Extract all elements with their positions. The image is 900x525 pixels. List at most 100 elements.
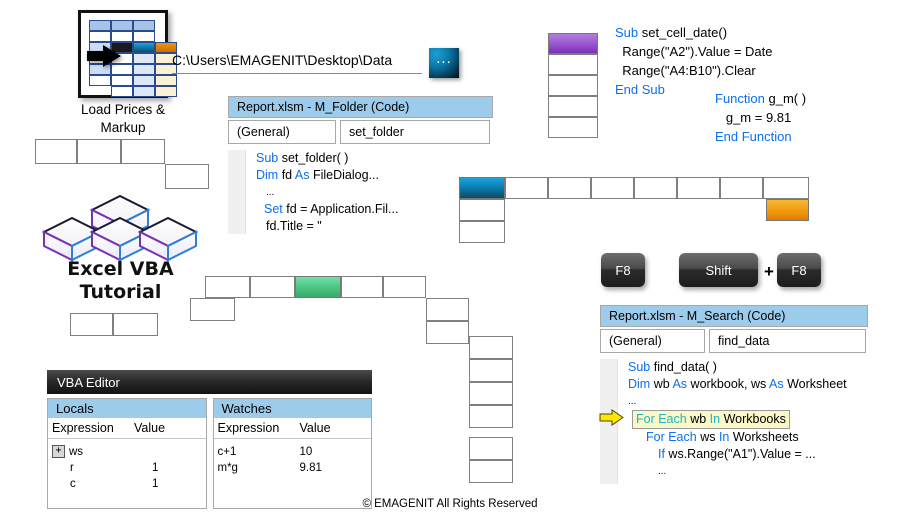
locals-row[interactable]: +ws: [52, 444, 206, 460]
search-code-area[interactable]: Sub find_data( ) Dim wb As workbook, ws …: [599, 359, 868, 484]
grid-cell-green: [295, 276, 341, 298]
folder-dropdown-general[interactable]: (General): [228, 120, 336, 144]
locals-row: c 1: [52, 476, 206, 492]
grid-cell: [634, 177, 677, 199]
code-line: Set fd = Application.Fil...: [264, 202, 399, 216]
grid-cell: [469, 437, 513, 460]
folder-code-area[interactable]: Sub set_folder( ) Dim fd As FileDialog..…: [228, 150, 493, 234]
locals-row-value: 1: [152, 462, 159, 474]
grid-cell: [190, 298, 235, 321]
snippet-function-gm: Function g_m( ) g_m = 9.81 End Function: [715, 89, 806, 146]
watches-row-value: 9.81: [299, 462, 322, 474]
locals-row-expression: r: [70, 462, 74, 474]
code-line: ...: [658, 466, 667, 477]
code-line: Range("A2").Value = Date: [615, 44, 773, 59]
code-line: Dim fd As FileDialog...: [256, 168, 379, 182]
code-line: Sub set_folder( ): [256, 151, 349, 165]
watches-row: c+1 10: [218, 444, 372, 460]
locals-col-value: Value: [134, 421, 166, 435]
grid-cell: [459, 221, 505, 243]
grid-cell: [720, 177, 763, 199]
watches-rows: c+1 10 m*g 9.81: [214, 439, 372, 508]
load-caption-line2: Markup: [100, 120, 146, 135]
copyright-footer: © EMAGENIT All Rights Reserved: [362, 498, 538, 510]
folder-code-title: Report.xlsm - M_Folder (Code): [228, 96, 493, 118]
grid-cell: [548, 75, 598, 96]
code-line: If ws.Range("A1").Value = ...: [658, 447, 816, 461]
watches-row: m*g 9.81: [218, 460, 372, 476]
expand-plus-icon[interactable]: +: [52, 445, 65, 459]
search-code-lines: Sub find_data( ) Dim wb As workbook, ws …: [600, 359, 868, 480]
grid-cell: [469, 460, 513, 483]
grid-cell: [591, 177, 634, 199]
grid-cell: [426, 298, 469, 321]
grid-cell: [469, 405, 513, 428]
grid-cell: [426, 321, 469, 344]
locals-columns: Expression Value: [48, 418, 206, 439]
plus-symbol: +: [764, 262, 774, 281]
key-f8[interactable]: F8: [601, 253, 645, 287]
grid-cell: [548, 117, 598, 138]
folder-path-text: C:\Users\EMAGENIT\Desktop\Data: [172, 52, 393, 68]
code-line: End Function: [715, 129, 792, 144]
watches-col-expression: Expression: [217, 421, 280, 435]
code-line: Function g_m( ): [715, 91, 807, 106]
grid-cell: [77, 139, 121, 164]
locals-window[interactable]: Locals Expression Value +ws r 1 c 1: [47, 398, 207, 509]
excel-icon-grid: [89, 20, 177, 97]
locals-row: r 1: [52, 460, 206, 476]
grid-cell-teal: [459, 177, 505, 199]
code-line: Sub find_data( ): [628, 360, 717, 374]
load-prices-caption: Load Prices & Markup: [58, 101, 188, 137]
grid-cell: [469, 382, 513, 405]
code-line: End Sub: [615, 82, 665, 97]
watches-row-value: 10: [299, 446, 313, 458]
load-prices-excel-icon[interactable]: [78, 10, 177, 98]
watches-row-expression: m*g: [217, 462, 238, 474]
vba-editor-panel[interactable]: VBA Editor Locals Expression Value +ws r…: [47, 370, 372, 509]
locals-rows: +ws r 1 c 1: [48, 439, 206, 508]
grid-cell: [383, 276, 426, 298]
watches-col-value: Value: [299, 421, 331, 435]
folder-code-lines: Sub set_folder( ) Dim fd As FileDialog..…: [228, 150, 493, 235]
vba-editor-titlebar: VBA Editor: [47, 370, 372, 394]
search-dropdown-procedure[interactable]: find_data: [709, 329, 866, 353]
right-arrow-icon: [87, 45, 121, 67]
folder-code-dropdowns[interactable]: (General) set_folder: [228, 120, 493, 144]
excel-vba-tutorial-logo-icon: [41, 194, 199, 262]
search-code-title: Report.xlsm - M_Search (Code): [600, 305, 868, 327]
search-code-dropdowns[interactable]: (General) find_data: [600, 329, 868, 353]
snippet-set-cell-date: Sub set_cell_date() Range("A2").Value = …: [615, 23, 773, 99]
watches-row-expression: c+1: [217, 446, 237, 458]
logo-line2: Tutorial: [79, 281, 162, 303]
grid-cell: [205, 276, 250, 298]
folder-path-underline: [172, 73, 422, 74]
search-code-window[interactable]: Report.xlsm - M_Search (Code) (General) …: [599, 305, 868, 484]
key-shift[interactable]: Shift: [679, 253, 758, 287]
grid-cell: [469, 336, 513, 359]
code-line: Dim wb As workbook, ws As Worksheet: [628, 377, 847, 391]
grid-cell: [113, 313, 158, 336]
execution-pointer-arrow-icon: [599, 409, 624, 426]
logo-text: Excel VBA Tutorial: [38, 258, 203, 304]
grid-cell: [341, 276, 383, 298]
grid-cell: [763, 177, 809, 199]
code-line: g_m = 9.81: [715, 110, 792, 125]
search-dropdown-general[interactable]: (General): [600, 329, 705, 353]
code-line: Sub set_cell_date(): [615, 25, 728, 40]
folder-dropdown-procedure[interactable]: set_folder: [340, 120, 490, 144]
code-line: For Each ws In Worksheets: [646, 430, 799, 444]
grid-cell: [121, 139, 165, 164]
folder-code-window[interactable]: Report.xlsm - M_Folder (Code) (General) …: [228, 96, 493, 234]
logo-line1: Excel VBA: [67, 258, 174, 280]
grid-cell-orange: [766, 199, 809, 221]
grid-cell: [548, 177, 591, 199]
watches-window[interactable]: Watches Expression Value c+1 10 m*g 9.81: [212, 398, 372, 509]
grid-cell-purple: [548, 33, 598, 54]
locals-row-value: 1: [152, 478, 159, 490]
locals-header: Locals: [48, 399, 206, 418]
browse-ellipsis-button[interactable]: ...: [429, 48, 459, 78]
grid-cell: [70, 313, 113, 336]
key-f8-combo[interactable]: F8: [777, 253, 821, 287]
grid-cell: [35, 139, 77, 164]
